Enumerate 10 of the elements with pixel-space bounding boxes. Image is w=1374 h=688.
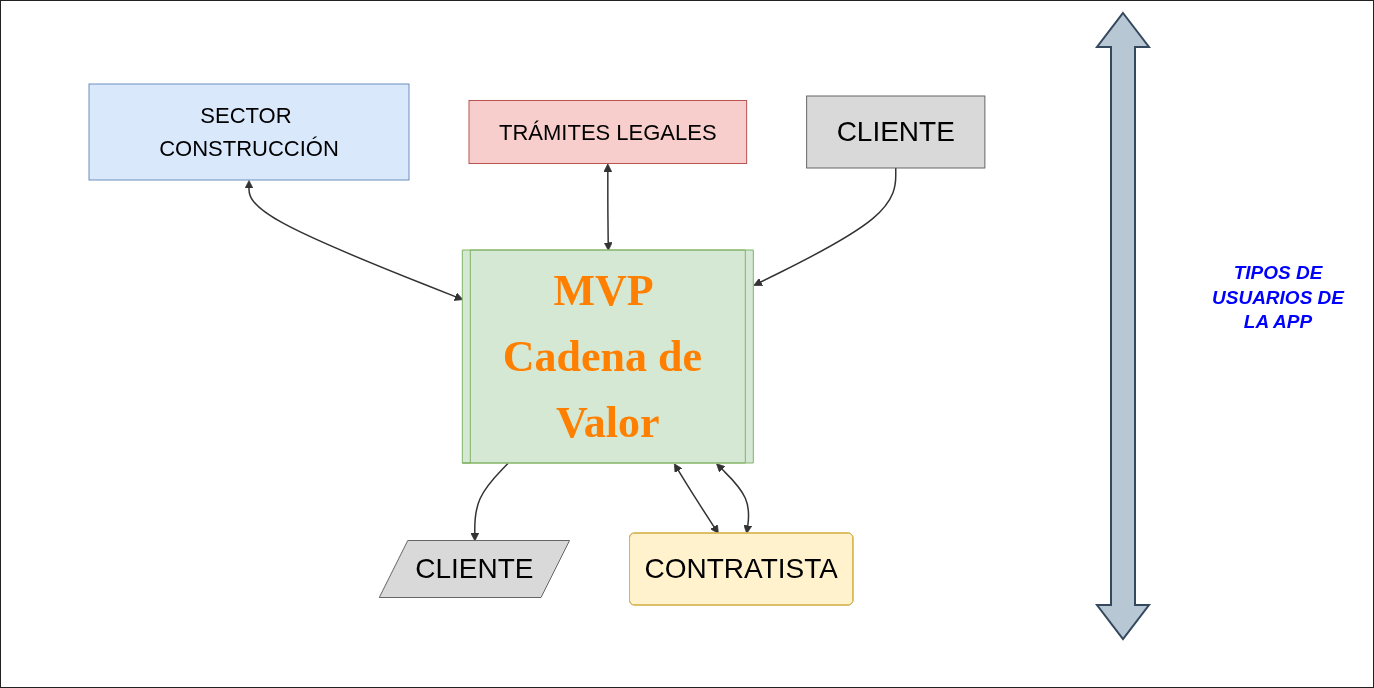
node-box: SECTOR CONSTRUCCIÓN bbox=[88, 83, 410, 180]
arrow bbox=[753, 166, 897, 286]
side-note: TIPOS DE USUARIOS DE LA APP bbox=[1211, 261, 1346, 335]
node-box: TRÁMITES LEGALES bbox=[468, 99, 748, 164]
arrow bbox=[244, 179, 464, 301]
arrow bbox=[470, 462, 509, 541]
arrow bbox=[716, 462, 753, 534]
arrow bbox=[603, 163, 613, 251]
node-box: CLIENTE bbox=[806, 95, 986, 168]
arrow bbox=[674, 462, 719, 534]
